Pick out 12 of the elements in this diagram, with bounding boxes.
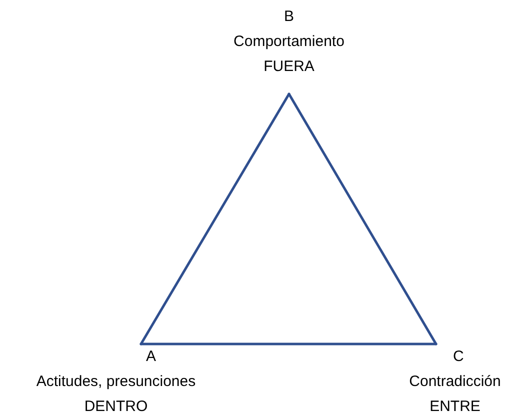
triangle-side xyxy=(140,92,290,346)
vertex-label: Actitudes, presunciones xyxy=(36,373,196,390)
vertex-label: Contradicción xyxy=(409,373,501,390)
vertex-label: ENTRE xyxy=(430,398,480,415)
vertex-label: Comportamiento xyxy=(234,33,344,50)
vertex-letter: C xyxy=(453,348,464,365)
vertex-label: FUERA xyxy=(264,58,314,75)
vertex-letter: B xyxy=(284,8,294,25)
triangle-side xyxy=(288,92,438,346)
triangle-side xyxy=(140,342,438,346)
vertex-label: DENTRO xyxy=(84,398,148,415)
vertex-letter: A xyxy=(146,348,156,365)
